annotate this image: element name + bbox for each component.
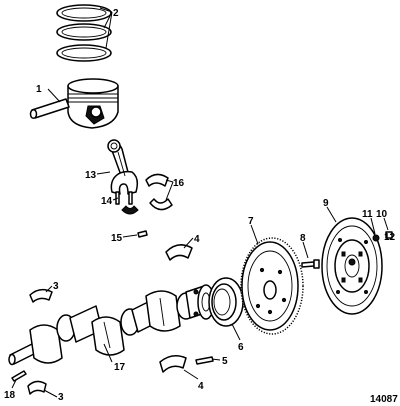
key-icon xyxy=(11,370,27,382)
callout-13: 13 xyxy=(85,170,97,181)
figure-number: 14087 xyxy=(370,394,398,405)
pin-icon xyxy=(195,356,214,365)
drive-plate-icon xyxy=(321,217,383,315)
callout-14: 14 xyxy=(101,196,113,207)
callout-6: 6 xyxy=(238,342,244,353)
piston-icon xyxy=(67,78,119,129)
piston-pin-icon xyxy=(29,98,70,120)
piston-rings-icon xyxy=(56,4,112,62)
rod-bolt-icon xyxy=(115,191,133,205)
callout-1: 1 xyxy=(36,84,42,95)
callout-17: 17 xyxy=(114,362,126,373)
callout-4: 4 xyxy=(198,381,204,392)
flywheel-bolt-icon xyxy=(301,259,320,269)
callout-5: 5 xyxy=(222,356,228,367)
callout-18: 18 xyxy=(4,390,16,401)
connecting-rod-icon xyxy=(107,139,139,195)
main-bearing-shell-icon xyxy=(27,244,193,395)
rod-bearing-shell-icon xyxy=(121,173,173,215)
callout-11: 11 xyxy=(362,209,373,220)
callout-3: 3 xyxy=(53,281,59,292)
callout-labels: 1 2 3 3 4 4 5 6 7 8 9 10 11 12 13 14 15 … xyxy=(4,8,398,405)
callout-10: 10 xyxy=(376,209,388,220)
leader-lines xyxy=(11,7,389,398)
flywheel-icon xyxy=(240,237,304,335)
washer-icon xyxy=(372,234,380,242)
pin-icon xyxy=(137,230,148,238)
rear-oil-seal-icon xyxy=(208,277,244,327)
callout-9: 9 xyxy=(323,198,329,209)
callout-4: 4 xyxy=(194,234,200,245)
callout-2: 2 xyxy=(113,8,119,19)
bolt-icon xyxy=(385,231,393,239)
callout-12: 12 xyxy=(384,232,396,243)
callout-15: 15 xyxy=(111,233,123,244)
callout-8: 8 xyxy=(300,233,306,244)
callout-7: 7 xyxy=(248,216,254,227)
callout-3: 3 xyxy=(58,392,64,403)
callout-16: 16 xyxy=(173,178,185,189)
